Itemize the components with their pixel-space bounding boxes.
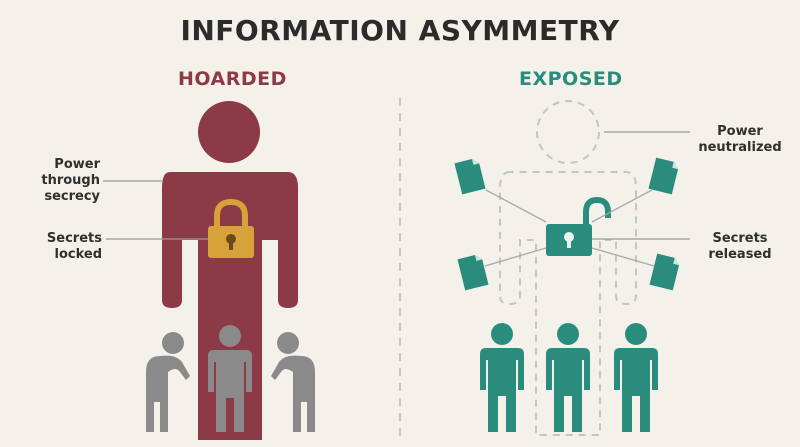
person-icon: [480, 323, 524, 432]
bowing-person-right: [271, 332, 315, 432]
person-icon: [614, 323, 658, 432]
label-line: Power: [717, 124, 763, 139]
padlock-locked-icon: [208, 198, 254, 258]
power-through-secrecy-label: Power through secrecy: [20, 157, 100, 205]
page-title: INFORMATION ASYMMETRY: [180, 14, 620, 47]
bowing-person-left: [146, 332, 190, 432]
label-line: neutralized: [698, 140, 782, 155]
person-icon: [546, 323, 590, 432]
label-line: Power: [54, 157, 100, 172]
hoarding-figure-head: [198, 101, 260, 163]
document-icon: [649, 253, 680, 291]
label-line: secrecy: [44, 189, 100, 204]
padlock-unlocked-icon: [546, 196, 611, 256]
secrets-locked-label: Secrets locked: [20, 231, 102, 263]
exposed-figure-outline: [499, 100, 637, 436]
document-icon: [648, 157, 679, 195]
document-icon: [454, 159, 486, 195]
exposed-heading: EXPOSED: [519, 68, 623, 90]
release-rays: [484, 189, 655, 267]
label-line: released: [708, 247, 772, 262]
power-neutralized-label: Power neutralized: [690, 124, 790, 156]
hoarded-heading: HOARDED: [178, 68, 287, 90]
label-line: Secrets: [46, 231, 102, 246]
person-standing-center: [208, 325, 252, 432]
secrets-released-label: Secrets released: [690, 231, 790, 263]
label-line: locked: [54, 247, 102, 262]
label-line: through: [41, 173, 100, 188]
hoarding-figure-body: [162, 172, 298, 440]
document-icon: [457, 255, 489, 291]
label-line: Secrets: [712, 231, 768, 246]
